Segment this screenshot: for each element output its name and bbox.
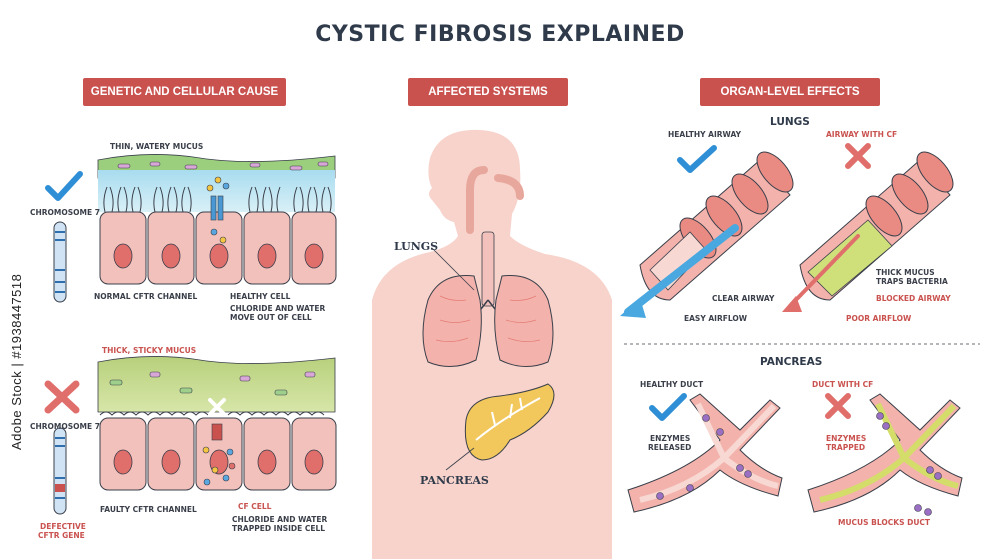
faulty-epithelium — [48, 356, 336, 514]
label-healthy-cell: HEALTHY CELL — [230, 292, 290, 301]
label-healthy-duct: HEALTHY DUCT — [640, 380, 703, 389]
label-defective-gene-1: DEFECTIVE — [40, 522, 86, 531]
label-cf-duct: DUCT WITH CF — [812, 380, 873, 389]
label-enzymes-trapped-2: TRAPPED — [826, 443, 865, 452]
label-normal-cftr: NORMAL CFTR CHANNEL — [94, 292, 197, 301]
label-thick-mucus-bacteria-1: THICK MUCUS — [876, 268, 935, 277]
label-cf-cell: CF CELL — [238, 502, 271, 511]
label-clear-airway: CLEAR AIRWAY — [712, 294, 774, 303]
label-enzymes-released-1: ENZYMES — [650, 434, 690, 443]
label-pancreas: PANCREAS — [420, 474, 489, 487]
label-lungs: LUNGS — [394, 240, 438, 253]
label-chloride-out-1: CHLORIDE AND WATER — [230, 304, 325, 313]
label-thick-mucus-bacteria-2: TRAPS BACTERIA — [876, 277, 948, 286]
label-mucus-blocks-duct: MUCUS BLOCKS DUCT — [838, 518, 930, 527]
label-chloride-out-2: MOVE OUT OF CELL — [230, 313, 312, 322]
label-easy-airflow: EASY AIRFLOW — [684, 314, 747, 323]
label-enzymes-trapped-1: ENZYMES — [826, 434, 866, 443]
label-chromosome-faulty: CHROMOSOME 7 — [30, 422, 100, 431]
healthy-duct-illustration — [628, 394, 782, 512]
label-chromosome-healthy: CHROMOSOME 7 — [30, 208, 100, 217]
label-faulty-cftr: FAULTY CFTR CHANNEL — [100, 505, 197, 514]
section-lungs-title: LUNGS — [770, 116, 810, 128]
cf-airway-illustration — [782, 146, 960, 312]
label-cf-airway: AIRWAY WITH CF — [826, 130, 897, 139]
label-enzymes-released-2: RELEASED — [648, 443, 691, 452]
label-thin-mucus: THIN, WATERY MUCUS — [110, 142, 203, 151]
cf-duct-illustration — [808, 394, 962, 516]
healthy-airway-illustration — [620, 146, 800, 318]
label-thick-mucus: THICK, STICKY MUCUS — [102, 346, 196, 355]
label-chloride-trapped-1: CHLORIDE AND WATER — [232, 515, 327, 524]
label-poor-airflow: POOR AIRFLOW — [846, 314, 911, 323]
label-blocked-airway: BLOCKED AIRWAY — [876, 294, 951, 303]
label-healthy-airway: HEALTHY AIRWAY — [668, 130, 741, 139]
label-defective-gene-2: CFTR GENE — [38, 531, 85, 540]
body-silhouette — [372, 130, 612, 559]
label-chloride-trapped-2: TRAPPED INSIDE CELL — [232, 524, 325, 533]
healthy-epithelium — [48, 154, 336, 302]
section-pancreas-title: PANCREAS — [760, 356, 822, 368]
